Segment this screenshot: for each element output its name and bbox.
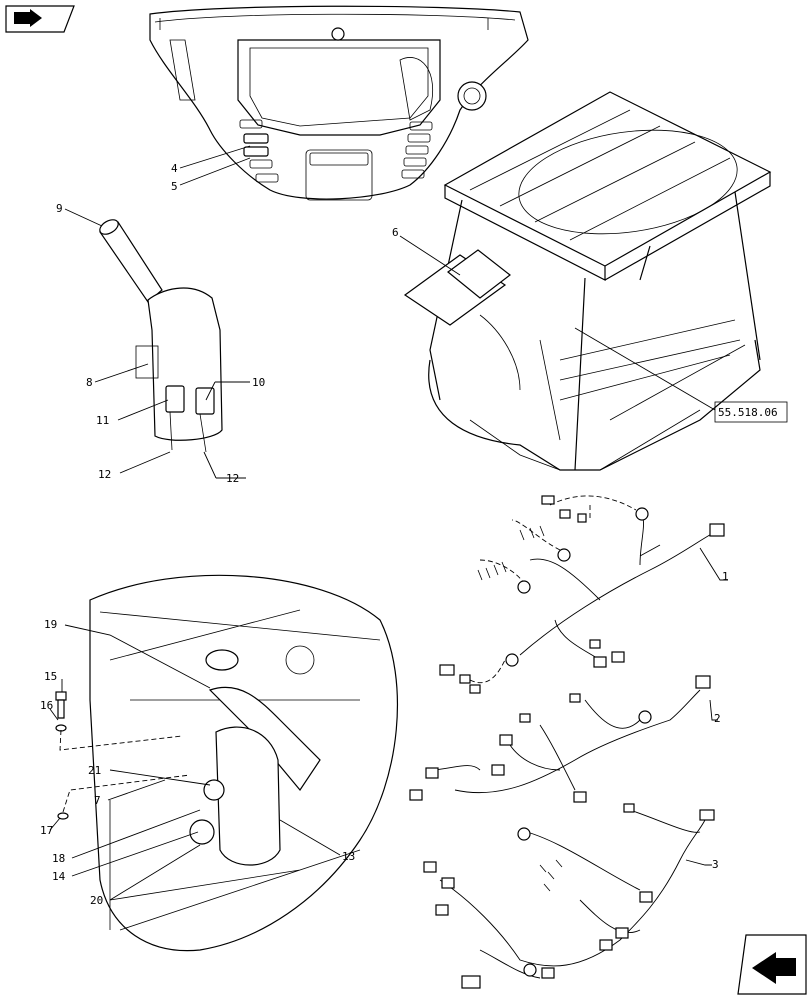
leader-lines (49, 145, 461, 901)
callout-12a: 12 (98, 468, 111, 481)
callout-5: 5 (171, 180, 178, 193)
harness-3-drawing (423, 803, 715, 989)
callout-10: 10 (252, 376, 265, 389)
harness-2-drawing (409, 675, 711, 803)
next-page-icon[interactable] (737, 934, 807, 995)
callout-19: 19 (44, 618, 57, 631)
console-panel-drawing (149, 5, 529, 201)
callout-8: 8 (86, 376, 93, 389)
previous-page-icon[interactable] (5, 5, 75, 33)
callout-20: 20 (90, 894, 103, 907)
hand-control-drawing (99, 219, 223, 453)
callout-7: 7 (94, 794, 101, 807)
callout-17: 17 (40, 824, 53, 837)
callout-21: 21 (88, 764, 101, 777)
callout-13: 13 (342, 850, 355, 863)
callout-2: 2 (714, 712, 721, 725)
cab-drawing (403, 91, 788, 471)
armrest-detail-drawing (89, 574, 399, 952)
callout-3: 3 (712, 858, 719, 871)
callout-16: 16 (40, 699, 53, 712)
harness-1-drawing (439, 495, 725, 694)
callout-6: 6 (392, 226, 399, 239)
ref-box-label: 55.518.06 (718, 406, 778, 419)
callout-18: 18 (52, 852, 65, 865)
callout-14: 14 (52, 870, 66, 883)
callout-1: 1 (722, 570, 729, 583)
callout-15: 15 (44, 670, 57, 683)
bolt-15-drawing (55, 691, 69, 820)
callout-4: 4 (171, 162, 178, 175)
callout-9: 9 (56, 202, 63, 215)
callout-12b: 12 (226, 472, 239, 485)
callout-11: 11 (96, 414, 109, 427)
